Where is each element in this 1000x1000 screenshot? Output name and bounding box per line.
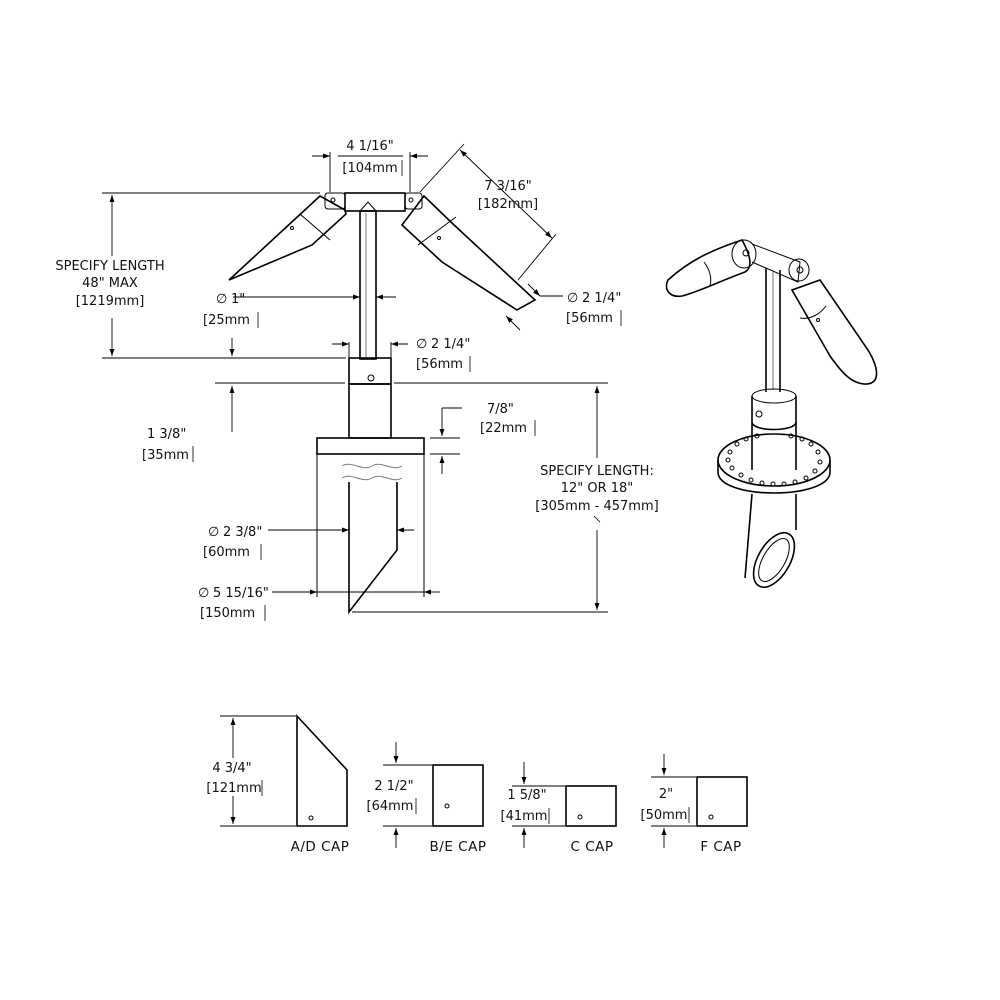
stake-length-line1: SPECIFY LENGTH:: [540, 464, 654, 479]
head-diameter-mm: [56mm: [566, 311, 613, 326]
cap-f-mm: [50mm: [641, 808, 688, 823]
cap-be: 2 1/2" [64mm B/E CAP: [367, 742, 487, 855]
cap-f-label: F CAP: [700, 839, 741, 855]
front-elevation: [228, 192, 537, 615]
riser-diameter-inch: 1": [231, 292, 245, 307]
coupler-height-inch: 1 3/8": [147, 427, 186, 442]
cap-c-inch: 1 5/8": [507, 788, 546, 803]
stake-length-line3: [305mm - 457mm]: [535, 499, 658, 514]
iso-right-head: [790, 279, 878, 385]
right-fixture-head: [400, 192, 537, 311]
cap-f-inch: 2": [659, 787, 673, 802]
riser-length-line1: SPECIFY LENGTH: [55, 259, 164, 274]
head-diameter-symbol: ∅: [567, 291, 578, 306]
riser-length-line3: [1219mm]: [76, 294, 145, 309]
cap-variants: 4 3/4" [121mm A/D CAP 2 1/2" [64mm B/E C…: [206, 713, 748, 855]
cap-ad-label: A/D CAP: [291, 839, 350, 855]
cap-ad: 4 3/4" [121mm A/D CAP: [206, 713, 350, 855]
riser-diameter-mm: [25mm: [203, 313, 250, 328]
cap-be-mm: [64mm: [367, 799, 414, 814]
fixture-spacing-inch: 4 1/16": [346, 139, 394, 154]
cap-f: 2" [50mm F CAP: [641, 754, 748, 855]
coupler-diameter-symbol: ∅: [416, 337, 427, 352]
flange-diameter-inch: 5 15/16": [213, 586, 269, 601]
iso-stake-opening: [752, 532, 796, 588]
iso-flange: [717, 433, 831, 487]
flange-diameter-mm: [150mm: [200, 606, 255, 621]
cap-c-mm: [41mm: [501, 809, 548, 824]
riser-tube: [359, 210, 377, 360]
cap-ad-mm: [121mm: [206, 781, 261, 796]
stake-spike: [348, 482, 398, 615]
left-fixture-head: [228, 192, 347, 281]
crossbar: [344, 192, 406, 212]
flange-thickness-mm: [22mm: [480, 421, 527, 436]
riser-top: [359, 201, 377, 212]
riser-length-line2: 48" MAX: [82, 276, 138, 291]
arm-length-mm: [182mm]: [478, 197, 538, 212]
flange-diameter-symbol: ∅: [198, 586, 209, 601]
coupler-height-mm: [35mm: [142, 448, 189, 463]
arm-length-inch: 7 3/16": [484, 179, 532, 194]
coupler: [348, 357, 392, 385]
iso-flange-holes: [725, 433, 823, 487]
head-diameter-inch: 2 1/4": [582, 291, 621, 306]
dimension-lines: [102, 143, 608, 613]
dimension-labels: 4 1/16" [104mm 7 3/16" [182mm] SPECIFY L…: [55, 139, 659, 621]
fixture-spacing-mm: [104mm: [342, 161, 397, 176]
isometric-view: [665, 239, 878, 588]
flange-thickness-inch: 7/8": [487, 402, 514, 417]
coupler-diameter-inch: 2 1/4": [431, 337, 470, 352]
stake-length-line2: 12" OR 18": [561, 481, 634, 496]
cap-be-label: B/E CAP: [430, 839, 487, 855]
iso-left-head: [665, 239, 751, 298]
flange: [316, 437, 425, 455]
cap-be-inch: 2 1/2": [374, 779, 413, 794]
cap-c-label: C CAP: [570, 839, 613, 855]
stake-upper: [348, 383, 392, 439]
stake-diameter-mm: [60mm: [203, 545, 250, 560]
stake-diameter-inch: 2 3/8": [223, 525, 262, 540]
cap-c: 1 5/8" [41mm C CAP: [501, 762, 617, 855]
cap-ad-inch: 4 3/4": [212, 761, 251, 776]
riser-diameter-symbol: ∅: [216, 292, 227, 307]
stake-diameter-symbol: ∅: [208, 525, 219, 540]
coupler-diameter-mm: [56mm: [416, 357, 463, 372]
